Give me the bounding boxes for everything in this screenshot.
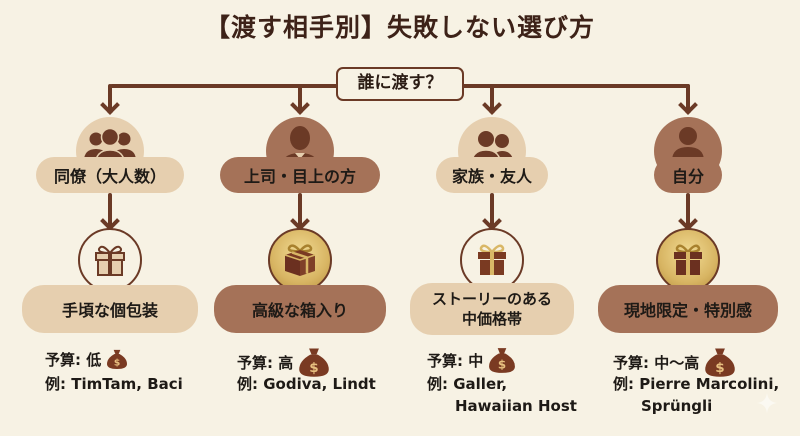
example-prefix: 例: xyxy=(613,375,634,393)
gift-box-gold-icon xyxy=(674,244,702,275)
arrow-down-icon xyxy=(100,95,120,115)
gift-box-outline-icon xyxy=(95,245,125,276)
money-bag-small-icon: $ xyxy=(107,349,128,369)
money-bag-large-icon: $ xyxy=(299,348,330,377)
connector-line-1 xyxy=(108,84,112,112)
connector-line xyxy=(298,193,302,227)
gift-icon-circle xyxy=(78,228,142,292)
arrow-down-icon xyxy=(482,95,502,115)
gift-box-gold-icon xyxy=(284,244,316,276)
gift-style-line: ストーリーのある xyxy=(431,290,552,308)
svg-text:$: $ xyxy=(310,360,319,376)
example-line: TimTam, Baci xyxy=(71,375,183,393)
page-title: 【渡す相手別】失敗しない選び方 xyxy=(204,13,595,42)
example-brands: 例: TimTam, Baci xyxy=(45,373,183,395)
recipient-label-coworkers: 同僚（大人数） xyxy=(36,157,184,193)
connector-line-2 xyxy=(298,84,302,112)
budget-label: 予算: 中〜高 xyxy=(613,353,700,372)
budget-label: 予算: 高 xyxy=(237,353,294,372)
example-prefix: 例: xyxy=(237,375,258,393)
sparkle-icon xyxy=(757,393,777,413)
example-prefix: 例: xyxy=(45,375,66,393)
budget-label: 予算: 低 xyxy=(45,350,102,369)
connector-line xyxy=(490,193,494,227)
gift-style-premium-boxed: 高級な箱入り xyxy=(214,285,386,333)
example-line: Hawaiian Host xyxy=(455,397,577,415)
arrow-down-icon xyxy=(678,95,698,115)
example-line: Godiva, Lindt xyxy=(263,375,376,393)
root-question-node: 誰に渡す？ xyxy=(336,67,464,101)
example-line: Pierre Marcolini, xyxy=(639,375,780,393)
gift-icon-circle xyxy=(460,228,524,292)
gift-style-story-midrange: ストーリーのある 中価格帯 xyxy=(410,283,574,335)
gift-style-local-limited: 現地限定・特別感 xyxy=(598,285,778,333)
example-line: Sprüngli xyxy=(641,397,713,415)
recipient-label-self: 自分 xyxy=(654,157,722,193)
example-brands: 例: Godiva, Lindt xyxy=(237,373,376,395)
connector-line-3 xyxy=(490,84,494,112)
recipient-label-family-friends: 家族・友人 xyxy=(436,157,548,193)
budget-line: 予算: 中〜高 $ xyxy=(613,346,736,378)
example-prefix: 例: xyxy=(427,375,448,393)
svg-text:$: $ xyxy=(498,358,506,372)
connector-line-4 xyxy=(686,84,690,112)
connector-line xyxy=(686,193,690,227)
arrow-down-icon xyxy=(290,95,310,115)
budget-label: 予算: 中 xyxy=(427,351,484,370)
gift-icon-circle xyxy=(268,228,332,292)
example-brands: 例: Galler, Hawaiian Host xyxy=(427,373,577,417)
budget-line: 予算: 高 $ xyxy=(237,346,330,378)
gift-icon-circle xyxy=(656,228,720,292)
svg-text:$: $ xyxy=(114,358,120,369)
connector-line xyxy=(108,193,112,227)
money-bag-large-icon: $ xyxy=(705,348,736,377)
gift-style-affordable-individual: 手頃な個包装 xyxy=(22,285,198,333)
budget-line: 予算: 低 $ xyxy=(45,348,128,370)
recipient-label-superiors: 上司・目上の方 xyxy=(220,157,380,193)
example-line: Galler, xyxy=(453,375,508,393)
money-bag-medium-icon: $ xyxy=(489,348,516,373)
gift-style-line: 中価格帯 xyxy=(461,310,522,328)
svg-text:$: $ xyxy=(716,360,725,376)
example-brands: 例: Pierre Marcolini, Sprüngli xyxy=(613,373,779,417)
gift-box-outline-icon xyxy=(478,244,506,275)
budget-line: 予算: 中 $ xyxy=(427,346,516,374)
